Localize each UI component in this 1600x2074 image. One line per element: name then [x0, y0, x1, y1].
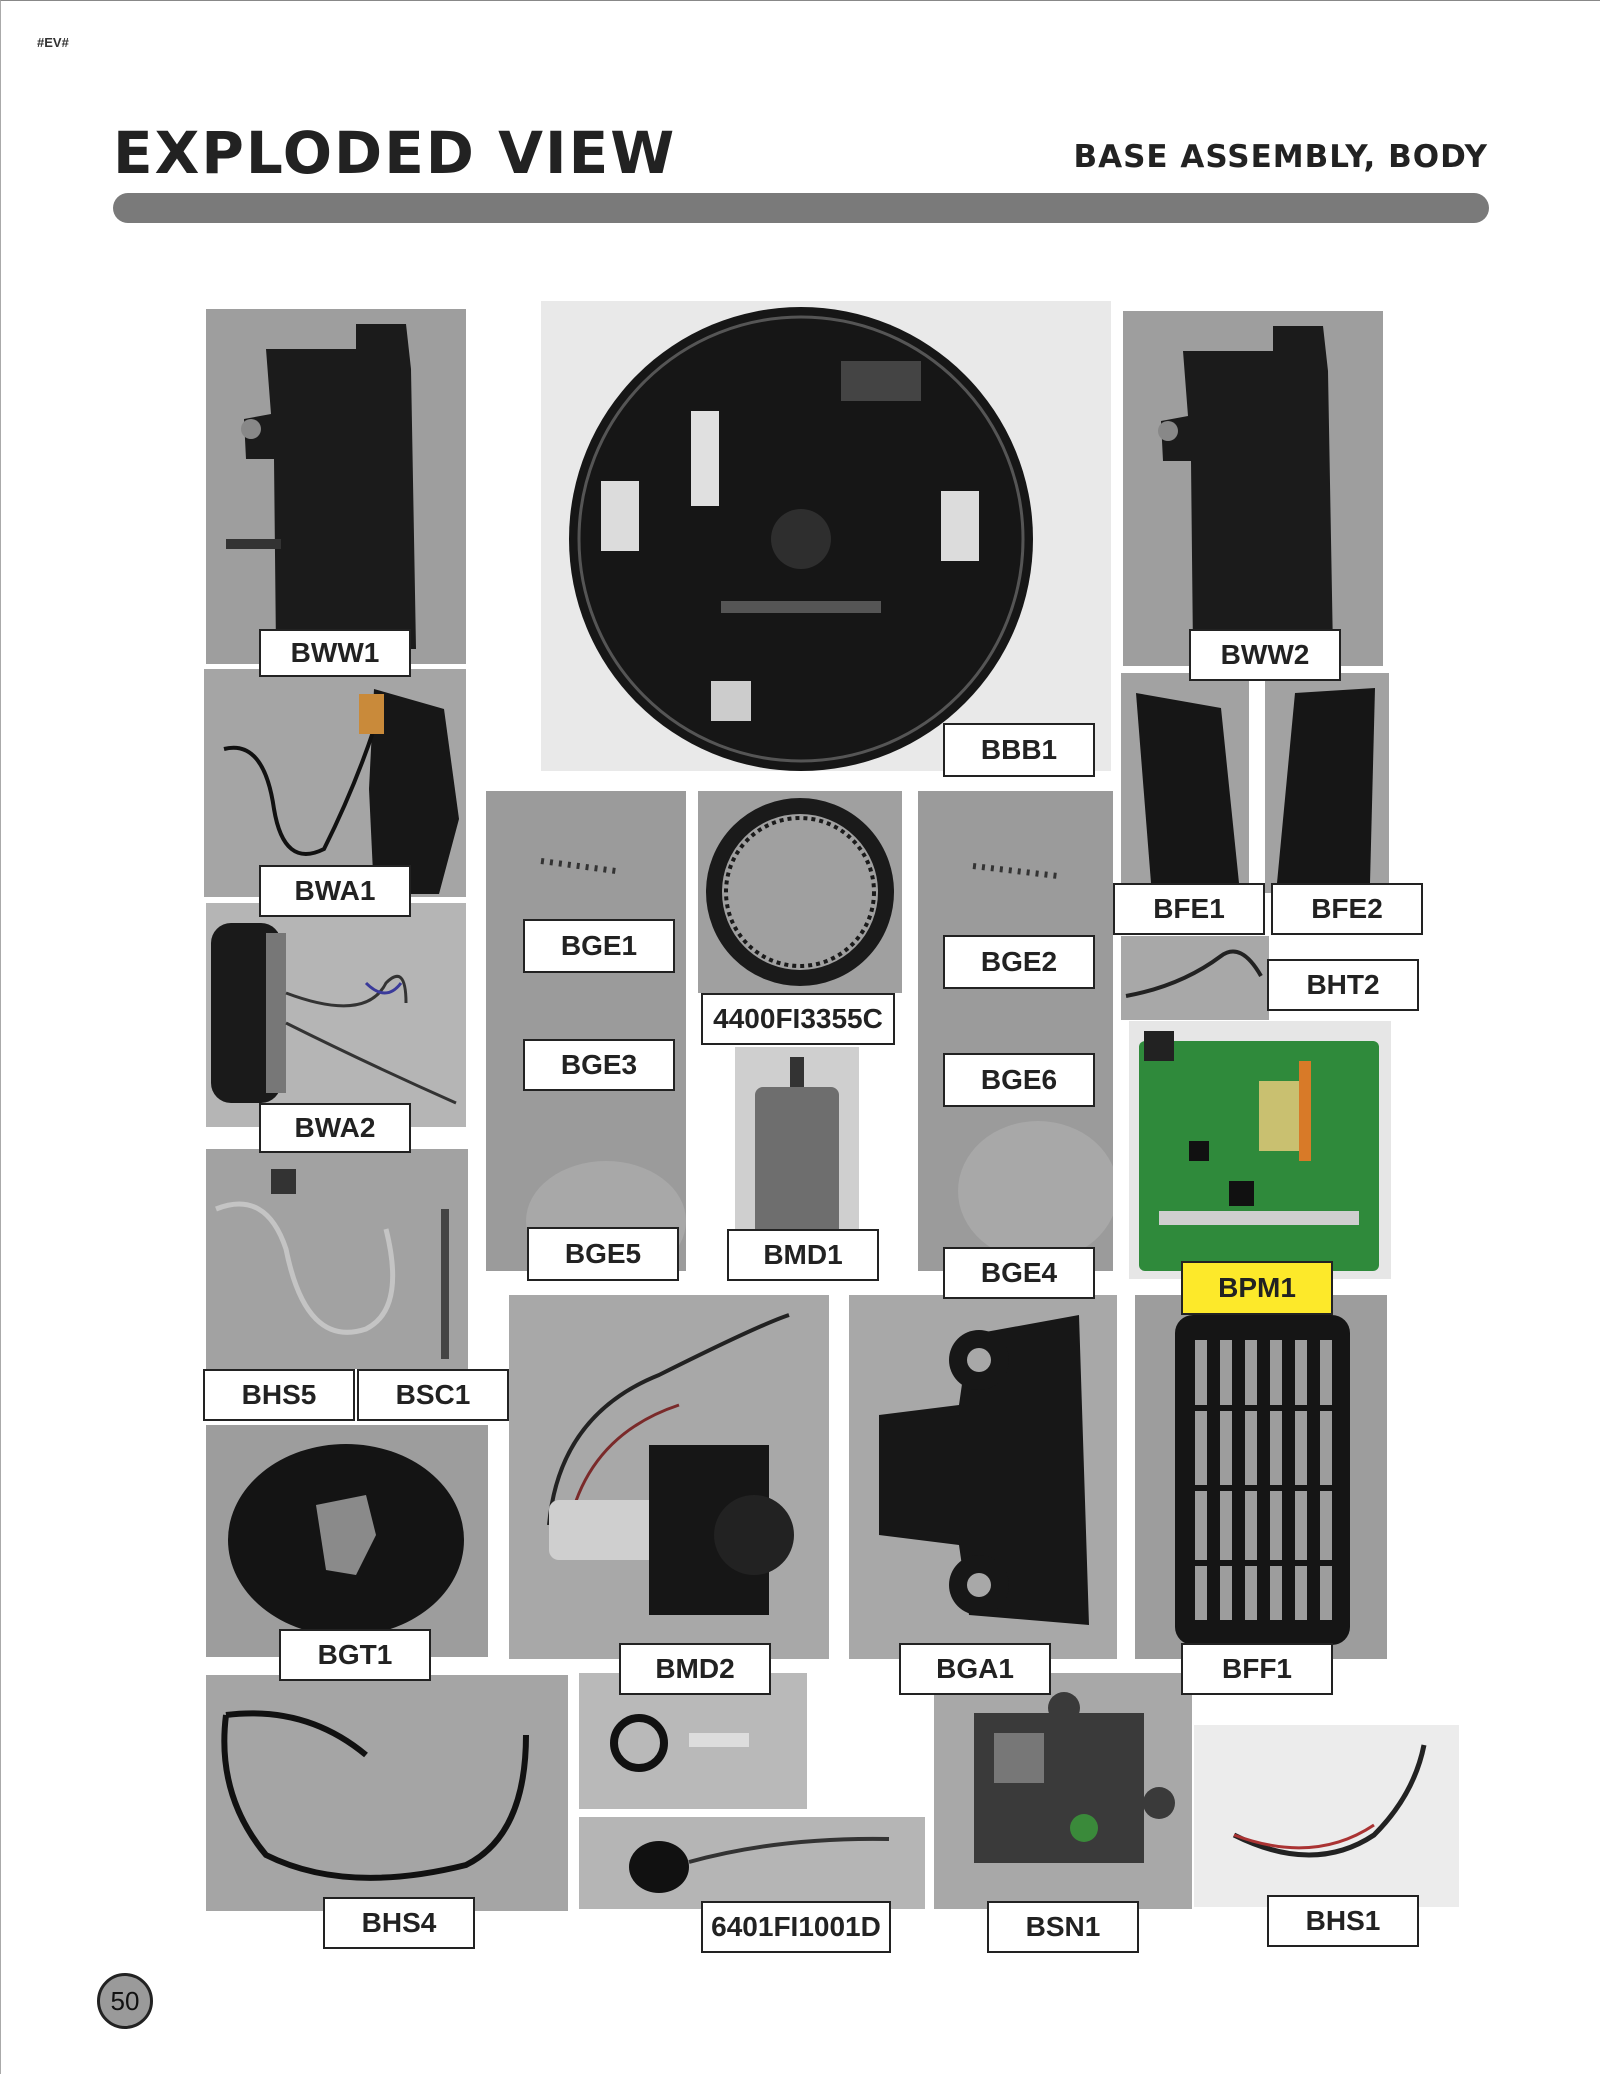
part-label-bmd2: BMD2 — [619, 1643, 771, 1695]
photo-base-bottom — [541, 301, 1111, 771]
photo-gear-panel-2 — [918, 791, 1113, 1271]
part-label-speaker: 6401FI1001D — [701, 1901, 891, 1953]
photo-wheel-assembly-1 — [204, 669, 466, 897]
part-label-bsc1: BSC1 — [357, 1369, 509, 1421]
part-label-bge6: BGE6 — [943, 1053, 1095, 1107]
part-label-bge3: BGE3 — [523, 1039, 675, 1091]
photo-sensor-board — [934, 1673, 1192, 1909]
part-label-bge1: BGE1 — [523, 919, 675, 973]
photo-harness-1 — [1194, 1725, 1459, 1907]
part-label-bbb1: BBB1 — [943, 723, 1095, 777]
part-label-bww2: BWW2 — [1189, 629, 1341, 681]
photo-gear-panel-1 — [486, 791, 686, 1271]
part-label-bfe1: BFE1 — [1113, 883, 1265, 935]
part-label-bmd1: BMD1 — [727, 1229, 879, 1281]
part-label-bht2: BHT2 — [1267, 959, 1419, 1011]
part-label-bhs5: BHS5 — [203, 1369, 355, 1421]
header-rule — [113, 193, 1489, 223]
page-subtitle: BASE ASSEMBLY, BODY — [1073, 139, 1488, 175]
photo-harness-2 — [1121, 936, 1269, 1020]
part-label-belt: 4400FI3355C — [701, 993, 895, 1045]
photo-motor-2 — [509, 1295, 829, 1659]
part-label-bpm1: BPM1 — [1181, 1261, 1333, 1315]
part-label-bhs4: BHS4 — [323, 1897, 475, 1949]
part-label-bsn1: BSN1 — [987, 1901, 1139, 1953]
part-label-bhs1: BHS1 — [1267, 1895, 1419, 1947]
page-number: 50 — [97, 1973, 153, 2029]
part-label-bww1: BWW1 — [259, 629, 411, 677]
photo-speaker — [579, 1817, 925, 1909]
photo-main-pcb — [1129, 1021, 1391, 1279]
part-label-bge4: BGE4 — [943, 1247, 1095, 1299]
photo-wheel-assembly-2 — [206, 903, 466, 1127]
photo-bumper-guard — [849, 1295, 1117, 1659]
photo-wheel-housing-right — [1123, 311, 1383, 666]
photo-harness-spring — [206, 1149, 468, 1369]
photo-wheel-housing-left — [206, 309, 466, 664]
photo-flap-1 — [1121, 673, 1249, 893]
part-label-bff1: BFF1 — [1181, 1643, 1333, 1695]
photo-gasket — [206, 1425, 488, 1657]
corner-tag: #EV# — [37, 35, 69, 50]
photo-sensor-cable — [579, 1673, 807, 1809]
part-label-bga1: BGA1 — [899, 1643, 1051, 1695]
part-label-bge5: BGE5 — [527, 1227, 679, 1281]
part-label-bwa2: BWA2 — [259, 1103, 411, 1153]
photo-filter-grille — [1135, 1295, 1387, 1659]
part-label-bwa1: BWA1 — [259, 865, 411, 917]
page-title: EXPLODED VIEW — [113, 119, 677, 187]
part-label-bfe2: BFE2 — [1271, 883, 1423, 935]
photo-belt — [698, 791, 902, 993]
photo-harness-4 — [206, 1675, 568, 1911]
part-label-bgt1: BGT1 — [279, 1629, 431, 1681]
photo-flap-2 — [1265, 673, 1389, 893]
part-label-bge2: BGE2 — [943, 935, 1095, 989]
